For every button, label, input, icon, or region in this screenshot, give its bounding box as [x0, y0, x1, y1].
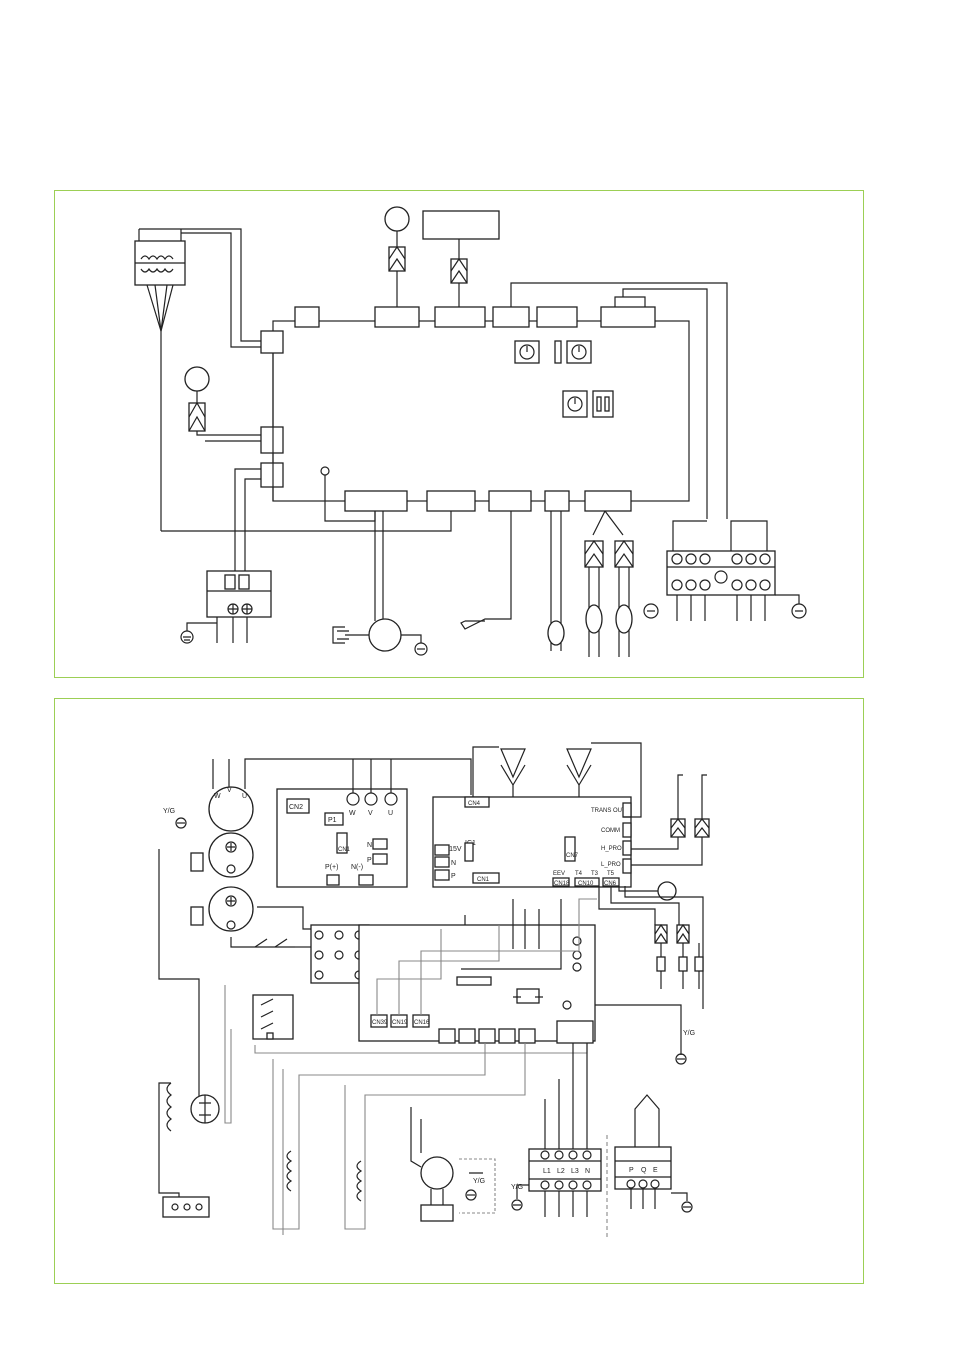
- swing-motor-icon: [184, 366, 210, 392]
- fan-motor-icon: [368, 618, 402, 652]
- connector-sensor-c: [584, 490, 632, 512]
- connector-b: [536, 306, 578, 328]
- module-terminal-v: V: [368, 810, 373, 817]
- dip-switch: [592, 390, 614, 418]
- connector-sensor-a: [488, 490, 532, 512]
- terminal-p-label: P: [629, 1167, 634, 1174]
- main-lpro-label: L_PRO: [601, 862, 621, 868]
- fan-motor-coils: [158, 1082, 363, 1202]
- module-cn2-label: CN2: [289, 804, 303, 811]
- capacitors: [190, 832, 254, 932]
- main-t4-label: T4: [575, 871, 583, 877]
- power-supply-terminal: [528, 1148, 602, 1192]
- connector-c: [426, 490, 476, 512]
- filter-cn16-label: CN16: [414, 1020, 430, 1026]
- compressor-terminal-w: W: [214, 793, 221, 800]
- ground-label-fan: Y/G: [473, 1178, 485, 1185]
- main-eev-label: EEV: [553, 871, 565, 877]
- module-p-label: P: [367, 857, 372, 864]
- main-p-label: P: [451, 873, 456, 880]
- main-cn6-label: CN6: [604, 881, 617, 887]
- connector-stepper: [374, 306, 420, 328]
- ground-label-compressor: Y/G: [163, 808, 175, 815]
- stepper-motor-icon: [384, 206, 410, 232]
- terminal-l1-label: L1: [543, 1168, 551, 1175]
- connector-pump: [492, 306, 530, 328]
- terminal-l3-label: L3: [571, 1168, 579, 1175]
- connector-fan: [344, 490, 408, 512]
- module-nminus-label: N(-): [351, 864, 363, 871]
- filter-cn19-label: CN19: [392, 1020, 408, 1026]
- module-terminal-w: W: [349, 810, 356, 817]
- connector-sensor-b: [544, 490, 570, 512]
- indoor-main-board: [272, 320, 690, 502]
- communication-terminal-block: [666, 550, 776, 596]
- main-cn4-label: CN4: [468, 801, 481, 807]
- outdoor-main-board: [432, 796, 632, 888]
- module-pplus-label: P(+): [325, 864, 338, 871]
- main-cn18-label: CN18: [554, 881, 570, 887]
- main-cn7-label: CN7: [566, 853, 579, 859]
- main-hpro-label: H_PRO: [601, 846, 622, 852]
- main-n-label: N: [451, 860, 456, 867]
- connector-transformer: [260, 330, 284, 354]
- display-board: [422, 210, 500, 240]
- transformer: [134, 228, 265, 348]
- main-comm-label: COMM: [601, 828, 620, 834]
- outdoor-wiring-panel: W V U Y/G CN2 P1 CN1 N P P(+) N(-) W V U…: [54, 698, 864, 1284]
- filter-cn39-label: CN39: [372, 1020, 388, 1026]
- terminal-e-label: E: [653, 1167, 658, 1174]
- ground-icon: [180, 630, 194, 644]
- module-p1-label: P1: [328, 817, 337, 824]
- indoor-wiring-diagram: [134, 206, 807, 657]
- main-t3-label: T3: [591, 871, 599, 877]
- ground-label-right: Y/G: [683, 1030, 695, 1037]
- outdoor-wiring-diagram: W V U Y/G CN2 P1 CN1 N P P(+) N(-) W V U…: [158, 742, 710, 1239]
- communication-terminal: [614, 1146, 672, 1190]
- outdoor-fan-motor-icon: [420, 1156, 454, 1190]
- main-trans-out-label: TRANS OUT: [591, 808, 626, 814]
- module-terminal-u: U: [388, 810, 393, 817]
- main-15v-label: +15V: [445, 846, 462, 853]
- main-cn10-label: CN10: [578, 881, 594, 887]
- connector-power: [260, 462, 284, 488]
- compressor-terminal-u: U: [242, 793, 247, 800]
- pressure-switches: [631, 774, 710, 866]
- indoor-wiring-panel: [54, 190, 864, 678]
- terminal-n-label: N: [585, 1168, 590, 1175]
- compressor-icon: [208, 758, 472, 832]
- connector-display: [434, 306, 486, 328]
- module-n-label: N: [367, 842, 372, 849]
- main-cn1-label: CN1: [477, 877, 490, 883]
- terminal-q-label: Q: [641, 1167, 647, 1174]
- terminal-l2-label: L2: [557, 1168, 565, 1175]
- fan-connector: [162, 1196, 210, 1218]
- connector-terminal: [600, 306, 656, 328]
- main-t5-label: T5: [607, 871, 615, 877]
- module-cn1-label: CN1: [338, 847, 351, 853]
- connector-a: [294, 306, 320, 328]
- connector-swing: [260, 426, 284, 454]
- compressor-terminal-v: V: [227, 787, 232, 794]
